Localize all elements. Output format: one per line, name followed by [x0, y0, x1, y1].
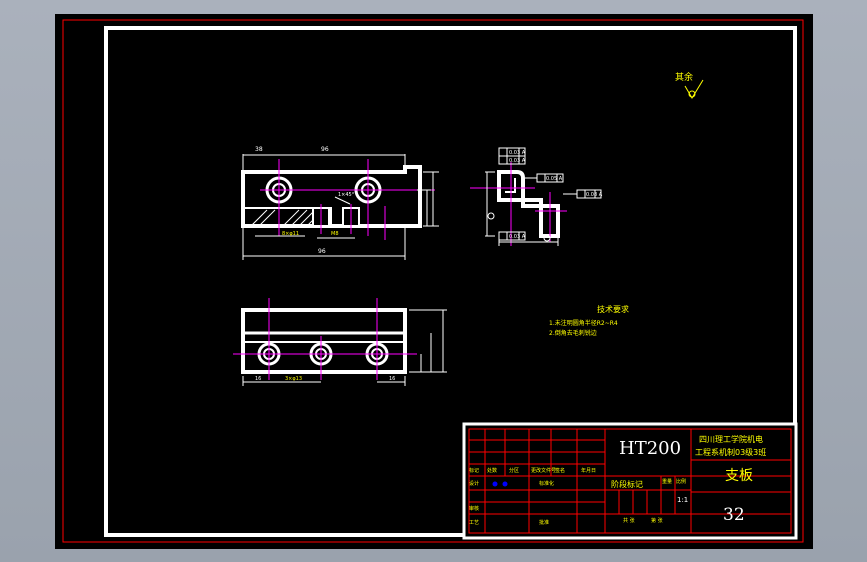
front-dim-left: 38 [255, 146, 263, 153]
drawing-canvas[interactable]: 其余 [55, 14, 813, 549]
scale-value: 1:1 [677, 496, 688, 504]
front-centerlines [260, 159, 435, 240]
front-slot-section [242, 207, 332, 227]
tech-req-heading: 技术要求 [597, 304, 629, 314]
row-mark: 标记 [469, 467, 479, 474]
roughness-label: 其余 [675, 71, 693, 83]
side-view: 0.03 A 0.03 A 0.05 A 0.08 A 0.03 A [470, 147, 603, 246]
drawing-frame [104, 26, 797, 537]
top-dimensions [242, 309, 447, 386]
row-change-doc: 更改文件号 [531, 467, 556, 474]
front-dimensions [242, 154, 439, 260]
row-zone: 分区 [509, 467, 519, 474]
gdt-frames [498, 147, 602, 241]
top-dim-left: 16 [255, 376, 261, 382]
sheets-total: 共 张 [623, 517, 635, 524]
school-line2: 工程系机制03级3班 [695, 447, 766, 457]
row-review: 审核 [469, 505, 479, 512]
title-block-frame [462, 422, 798, 540]
gdt-1: 0.03 A [509, 150, 526, 156]
datum-a-icon [487, 212, 495, 220]
design-stamp-1 [492, 481, 498, 487]
scale-label: 比例 [676, 478, 686, 485]
row-process: 工艺 [469, 520, 479, 526]
roughness-symbol: 其余 [675, 71, 704, 99]
title-grid [469, 429, 791, 533]
datum-b-icon [543, 234, 551, 242]
row-standardize: 标准化 [539, 480, 554, 487]
gdt-3: 0.05 A [546, 176, 563, 182]
side-dimensions [485, 171, 559, 246]
material-text: HT200 [619, 438, 681, 459]
row-design: 设计 [469, 480, 479, 487]
row-count: 处数 [487, 467, 497, 474]
front-dim-center: 96 [321, 146, 329, 153]
top-dim-right: 16 [389, 376, 395, 382]
front-view: 38 96 96 8×φ11 1×45° M8 [241, 146, 439, 260]
row-signature: 签名 [555, 467, 565, 474]
side-view-inner [505, 178, 516, 193]
outer-border [62, 19, 804, 543]
tech-req-line1: 1.未注明圆角半径R2~R4 [549, 319, 618, 327]
title-block: HT200 四川理工学院机电 工程系机制03级3班 支板 32 阶段标记 重量 … [462, 422, 798, 540]
sheets-sheet: 第 张 [651, 517, 663, 524]
drawing-number: 32 [723, 505, 745, 525]
gdt-4: 0.08 A [586, 192, 603, 198]
roughness-check-icon [684, 79, 704, 99]
tech-requirements: 技术要求 1.未注明圆角半径R2~R4 2.倒角去毛刺锐边 [549, 304, 629, 337]
row-approve: 批准 [539, 519, 549, 526]
gdt-5: 0.03 A [509, 234, 526, 240]
stage-label: 阶段标记 [611, 479, 643, 489]
tech-req-line2: 2.倒角去毛刺锐边 [549, 329, 597, 337]
part-name: 支板 [725, 468, 753, 484]
front-dim-thread: M8 [331, 231, 339, 237]
row-date: 年月日 [581, 467, 596, 474]
top-view: 3×φ13 16 16 [233, 298, 447, 386]
school-line1: 四川理工学院机电 [699, 434, 763, 444]
weight-label: 重量 [662, 478, 672, 485]
top-dim-holes: 3×φ13 [285, 376, 302, 382]
side-view-outline [497, 170, 560, 238]
roughness-circle-icon [688, 90, 696, 98]
front-dim-overall: 96 [318, 248, 326, 255]
design-stamp-2 [502, 481, 508, 487]
title-block-inner [468, 428, 792, 534]
drawing-svg: 其余 [62, 19, 804, 543]
front-dim-chamfer: 1×45° [338, 192, 355, 198]
front-dim-slot: 8×φ11 [282, 231, 299, 237]
gdt-2: 0.03 A [509, 158, 526, 164]
top-centerlines [233, 298, 417, 380]
